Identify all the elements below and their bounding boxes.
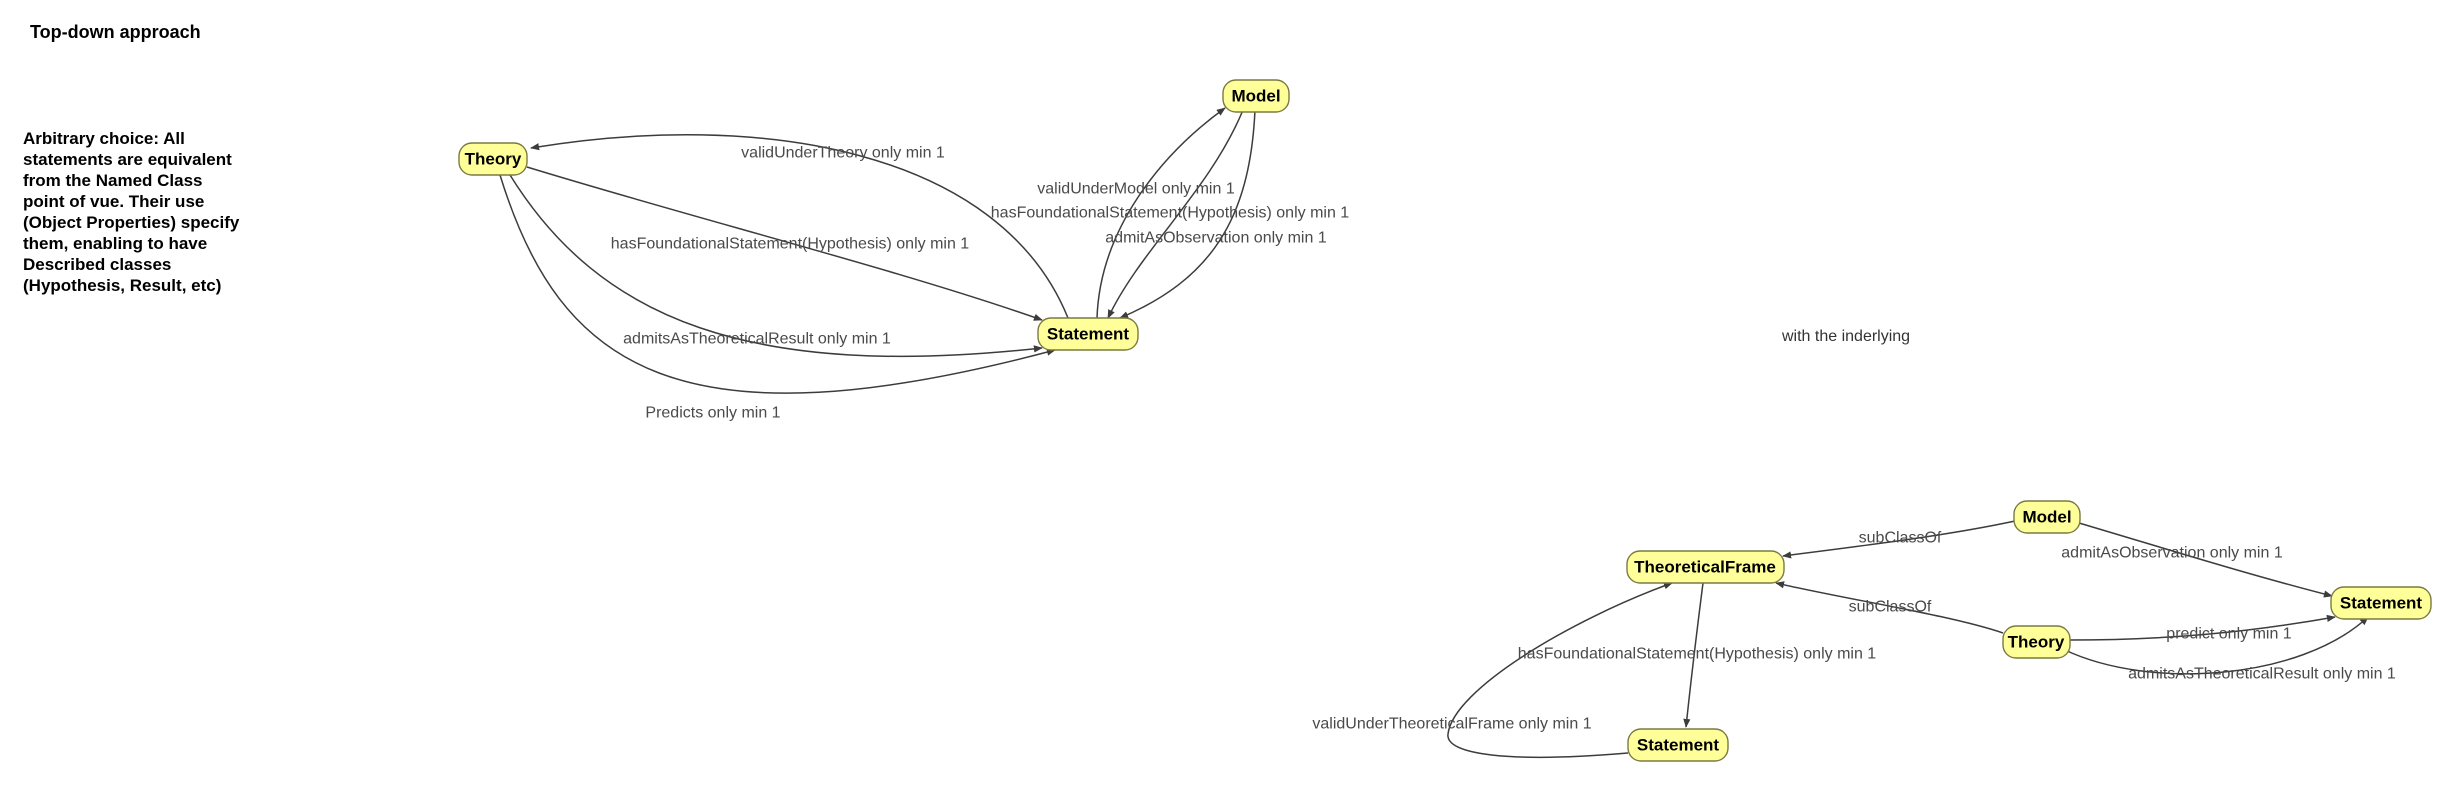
svg-text:TheoreticalFrame: TheoreticalFrame — [1634, 558, 1776, 577]
edge-label-model-admit-observation: admitAsObservation only min 1 — [1105, 230, 1327, 247]
edge-theory-admits-result — [2064, 616, 2369, 675]
edge-label-theory-predict: predict only min 1 — [2166, 626, 2291, 643]
subtitle-note: with the inderlying — [1782, 328, 1911, 345]
edge-valid-under-model — [1096, 107, 1226, 319]
svg-text:Theory: Theory — [465, 150, 522, 169]
edge-label-theory-admits-result: admitsAsTheoreticalResult only min 1 — [2128, 666, 2396, 683]
edge-label-valid-under-theoretical-frame: validUnderTheoreticalFrame only min 1 — [1312, 716, 1591, 733]
node-theory[interactable]: Theory — [458, 142, 528, 176]
edge-theory-subclassof — [1775, 581, 2004, 634]
node-statement-bottom[interactable]: Statement — [1627, 728, 1729, 762]
edge-label-theory-subclassof: subClassOf — [1849, 599, 1932, 616]
edge-model-subclassof — [1782, 520, 2016, 559]
edge-valid-under-theory — [530, 134, 1069, 319]
description-note: Arbitrary choice: All statements are equ… — [23, 129, 240, 295]
node-statement-right[interactable]: Statement — [2330, 586, 2432, 620]
svg-text:Statement: Statement — [2340, 594, 2423, 613]
svg-text:Model: Model — [2022, 508, 2071, 527]
edge-model-admit-observation — [2078, 522, 2333, 598]
edge-label-model-subclassof: subClassOf — [1859, 530, 1942, 547]
edge-label-frame-has-foundational: hasFoundationalStatement(Hypothesis) onl… — [1518, 646, 1877, 663]
svg-text:Statement: Statement — [1047, 325, 1130, 344]
edge-label-model-admit-observation: admitAsObservation only min 1 — [2061, 545, 2283, 562]
edge-label-valid-under-theory: validUnderTheory only min 1 — [741, 145, 945, 162]
graph-top-down: validUnderTheory only min 1 validUnderMo… — [458, 79, 1350, 422]
edge-label-valid-under-model: validUnderModel only min 1 — [1037, 181, 1235, 198]
edge-label-theory-has-foundational: hasFoundationalStatement(Hypothesis) onl… — [611, 236, 970, 253]
graph-underlying: subClassOf subClassOf admitAsObservation… — [1312, 500, 2432, 762]
svg-text:Theory: Theory — [2008, 633, 2065, 652]
svg-text:Model: Model — [1231, 87, 1280, 106]
node-model[interactable]: Model — [1222, 79, 1290, 113]
edge-model-has-foundational — [1107, 109, 1244, 319]
edge-theory-admits-result — [509, 174, 1043, 358]
page-title: Top-down approach — [30, 22, 201, 42]
node-theory-right[interactable]: Theory — [2002, 625, 2071, 659]
edge-valid-under-theoretical-frame — [1447, 582, 1673, 759]
edge-model-admit-observation — [1119, 109, 1256, 319]
edge-label-theory-predicts: Predicts only min 1 — [645, 405, 780, 422]
edge-theory-has-foundational — [526, 166, 1043, 321]
node-theoretical-frame[interactable]: TheoreticalFrame — [1626, 550, 1785, 584]
node-statement[interactable]: Statement — [1037, 317, 1139, 351]
edge-frame-has-foundational — [1683, 582, 1704, 728]
edge-label-model-has-foundational: hasFoundationalStatement(Hypothesis) onl… — [991, 205, 1350, 222]
edge-theory-predict — [2068, 614, 2336, 641]
svg-text:Statement: Statement — [1637, 736, 1720, 755]
node-model-right[interactable]: Model — [2013, 500, 2081, 534]
edge-theory-predicts — [499, 174, 1056, 394]
edge-label-theory-admits-result: admitsAsTheoreticalResult only min 1 — [623, 331, 891, 348]
